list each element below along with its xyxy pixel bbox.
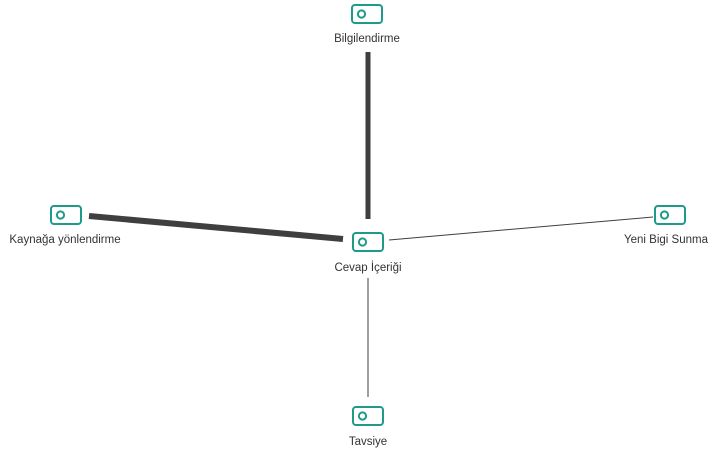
node-label-yeni-bigi-sunma: Yeni Bigi Sunma xyxy=(624,234,709,246)
node-bilgilendirme[interactable]: Bilgilendirme xyxy=(334,4,400,45)
edges xyxy=(88,52,654,397)
toggle-icon xyxy=(654,205,686,225)
node-label-tavsiye: Tavsiye xyxy=(349,436,387,448)
edge-center-right xyxy=(388,216,654,241)
node-label-kaynaga-yonlendirme: Kaynağa yönlendirme xyxy=(9,234,120,246)
toggle-icon xyxy=(351,4,383,24)
node-label-bilgilendirme: Bilgilendirme xyxy=(334,33,400,45)
node-cevap-icerigi[interactable]: Cevap İçeriği xyxy=(334,232,402,274)
node-tavsiye[interactable]: Tavsiye xyxy=(349,406,387,448)
toggle-icon xyxy=(50,205,82,225)
node-label-cevap-icerigi: Cevap İçeriği xyxy=(334,261,401,274)
toggle-icon xyxy=(352,406,384,426)
node-kaynaga-yonlendirme[interactable]: Kaynağa yönlendirme xyxy=(9,205,121,246)
edge-center-left xyxy=(88,213,344,242)
node-yeni-bigi-sunma[interactable]: Yeni Bigi Sunma xyxy=(624,205,709,246)
toggle-icon xyxy=(352,232,384,252)
